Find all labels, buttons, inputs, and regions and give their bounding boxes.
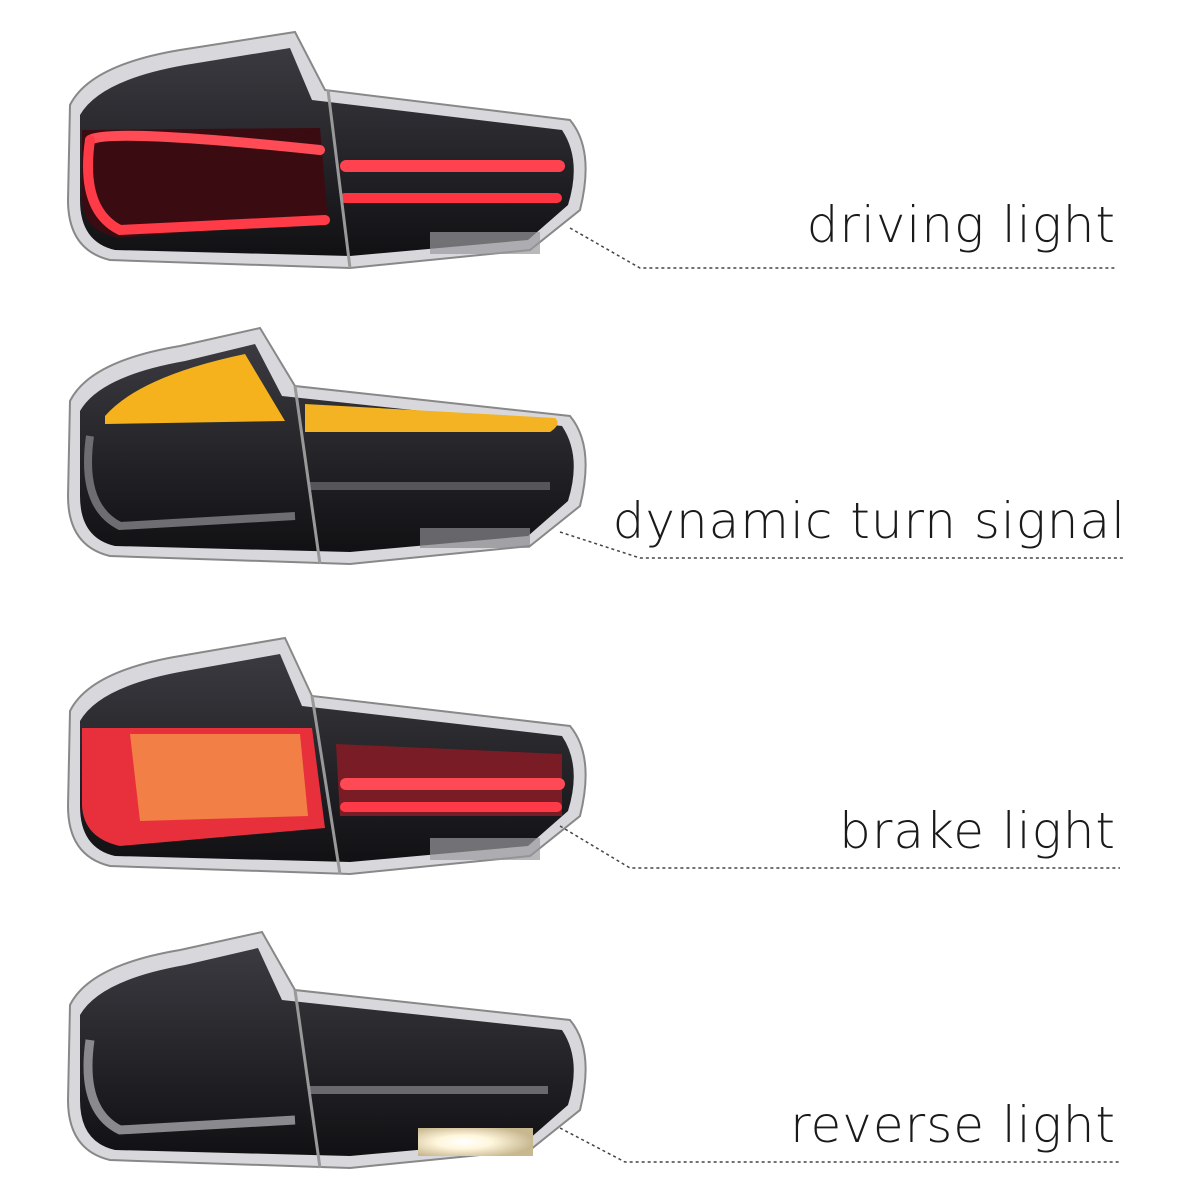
reverse-light-label: reverse light bbox=[790, 1096, 1116, 1154]
brake-light-label: brake light bbox=[839, 802, 1116, 860]
tail-light-turn-image bbox=[66, 326, 587, 566]
panel-dynamic-turn-signal: dynamic turn signal bbox=[0, 296, 1200, 596]
panel-reverse-light: reverse light bbox=[0, 900, 1200, 1200]
panel-driving-light: driving light bbox=[0, 0, 1200, 300]
panel-brake-light: brake light bbox=[0, 606, 1200, 906]
tail-light-brake-image bbox=[66, 636, 587, 876]
tail-light-reverse-image bbox=[66, 930, 587, 1170]
tail-light-driving-image bbox=[66, 30, 587, 270]
dynamic-turn-signal-label: dynamic turn signal bbox=[612, 492, 1126, 550]
driving-light-label: driving light bbox=[806, 196, 1116, 254]
